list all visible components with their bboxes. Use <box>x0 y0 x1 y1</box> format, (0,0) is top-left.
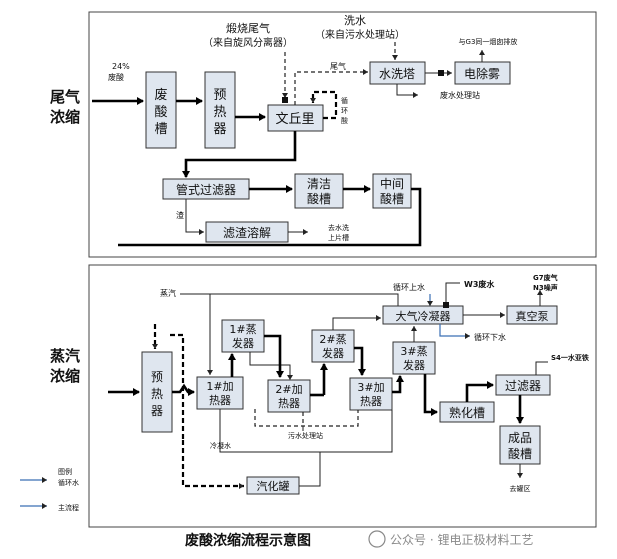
svg-text:器: 器 <box>213 122 226 137</box>
section-steam-a: 蒸汽 <box>50 347 80 365</box>
tube-filter: 管式过滤器 <box>162 178 250 200</box>
svg-text:3#加: 3#加 <box>357 381 384 394</box>
wechat-icon <box>368 530 386 548</box>
steam-frame <box>88 264 597 528</box>
svg-text:真空泵: 真空泵 <box>516 309 549 323</box>
recycle-acid-3: 酸 <box>341 116 348 125</box>
legend-cooling: 循环水 <box>58 478 79 487</box>
svg-text:酸槽: 酸槽 <box>380 191 404 206</box>
svg-text:3#蒸: 3#蒸 <box>400 345 427 358</box>
g3-label: 与G3同一烟囱排放 <box>459 37 518 46</box>
cooling-out-label: 循环下水 <box>474 332 506 342</box>
heater-3: 3#加 热器 <box>349 377 393 411</box>
svg-text:水洗塔: 水洗塔 <box>379 67 415 81</box>
svg-text:酸槽: 酸槽 <box>307 191 331 206</box>
to-wwtp-label: 废水处理站 <box>440 90 480 100</box>
roast-gas-source: （来自旋风分离器） <box>203 36 293 49</box>
svg-text:预: 预 <box>213 88 226 103</box>
clean-acid-tank: 清洁 酸槽 <box>294 173 344 209</box>
feed-label-2: 废酸 <box>108 72 124 82</box>
svg-text:发器: 发器 <box>232 336 254 350</box>
legend-main: 主流程 <box>58 503 79 512</box>
svg-text:2#加: 2#加 <box>275 383 302 396</box>
section-tail-gas-b: 浓缩 <box>50 108 80 126</box>
cooling-in-label: 循环上水 <box>393 282 425 292</box>
svg-text:热: 热 <box>151 387 163 401</box>
preheater-tail: 预 热 器 <box>204 71 236 149</box>
evaporator-3: 3#蒸 发器 <box>392 341 436 375</box>
svg-text:汽化罐: 汽化罐 <box>257 479 290 493</box>
w3-label: W3废水 <box>464 279 495 289</box>
svg-text:成品: 成品 <box>508 431 532 445</box>
vacuum-pump: 真空泵 <box>506 305 558 325</box>
svg-text:酸槽: 酸槽 <box>508 446 532 461</box>
caption: 废酸浓缩流程示意图 <box>185 532 311 549</box>
heater-2: 2#加 热器 <box>267 379 311 413</box>
svg-text:器: 器 <box>151 404 163 418</box>
to-washing-1: 去水洗 <box>328 223 349 232</box>
s4-label: S4一水亚铁 <box>551 353 589 362</box>
to-washing-2: 上片槽 <box>328 233 349 242</box>
to-wwtp-steam: 污水处理站 <box>288 431 323 440</box>
section-tail-gas-a: 尾气 <box>50 88 80 106</box>
mid-acid-tank: 中间 酸槽 <box>372 173 412 209</box>
svg-text:中间: 中间 <box>380 176 404 191</box>
scrubber: 水洗塔 <box>369 61 426 85</box>
svg-text:槽: 槽 <box>154 122 167 137</box>
venturi: 文丘里 <box>267 104 324 132</box>
roast-gas-label: 煅烧尾气 <box>226 21 270 35</box>
feed-label: 24% <box>112 62 130 71</box>
tail-gas-frame <box>88 11 597 258</box>
condenser: 大气冷凝器 <box>382 305 464 325</box>
svg-text:酸: 酸 <box>154 105 167 120</box>
heater-1: 1#加 热器 <box>196 376 244 410</box>
svg-text:预: 预 <box>151 370 163 384</box>
wash-water-source: （来自污水处理站） <box>315 28 405 41</box>
product-tank: 成品 酸槽 <box>499 425 541 465</box>
svg-text:2#蒸: 2#蒸 <box>319 333 346 346</box>
svg-text:热器: 热器 <box>209 394 231 407</box>
evaporator-1: 1#蒸 发器 <box>221 319 265 353</box>
svg-text:废: 废 <box>154 87 167 103</box>
demister: 电除雾 <box>454 61 511 85</box>
residue-dissolve: 滤渣溶解 <box>205 221 289 243</box>
recycle-acid-2: 环 <box>341 107 348 115</box>
svg-text:发器: 发器 <box>322 346 344 360</box>
svg-text:热器: 热器 <box>278 397 300 410</box>
svg-text:1#加: 1#加 <box>206 380 233 393</box>
svg-text:过滤器: 过滤器 <box>505 379 541 393</box>
svg-text:管式过滤器: 管式过滤器 <box>176 182 236 197</box>
filter: 过滤器 <box>495 374 551 396</box>
svg-text:发器: 发器 <box>403 358 425 372</box>
section-steam-b: 浓缩 <box>50 367 80 385</box>
svg-text:大气冷凝器: 大气冷凝器 <box>396 309 451 323</box>
n3-label: N3噪声 <box>533 283 558 292</box>
watermark: 公众号 · 锂电正极材料工艺 <box>390 532 533 547</box>
svg-text:1#蒸: 1#蒸 <box>229 323 256 336</box>
condensate-water-label: 冷凝水 <box>210 441 231 450</box>
residue-label: 渣 <box>176 210 184 220</box>
steam-label: 蒸汽 <box>160 288 176 298</box>
svg-text:热: 热 <box>213 105 226 120</box>
g7-label: G7废气 <box>533 273 558 282</box>
aging-tank: 熟化槽 <box>439 401 495 423</box>
condensate-tank: 汽化罐 <box>246 476 300 495</box>
svg-text:热器: 热器 <box>360 395 382 408</box>
to-tank-farm: 去罐区 <box>510 484 531 493</box>
svg-text:电除雾: 电除雾 <box>464 66 500 81</box>
evaporator-2: 2#蒸 发器 <box>311 329 355 363</box>
waste-acid-tank: 废 酸 槽 <box>145 71 177 149</box>
svg-text:滤渣溶解: 滤渣溶解 <box>223 225 271 240</box>
svg-text:熟化槽: 熟化槽 <box>449 405 485 420</box>
wash-water-label: 洗水 <box>344 14 366 27</box>
tail-gas-small: 尾气 <box>330 61 346 71</box>
recycle-acid-1: 循 <box>341 96 348 105</box>
svg-text:文丘里: 文丘里 <box>275 112 314 127</box>
svg-text:清洁: 清洁 <box>307 177 331 191</box>
preheater-steam: 预 热 器 <box>141 351 173 433</box>
legend-title: 图例 <box>58 467 72 476</box>
